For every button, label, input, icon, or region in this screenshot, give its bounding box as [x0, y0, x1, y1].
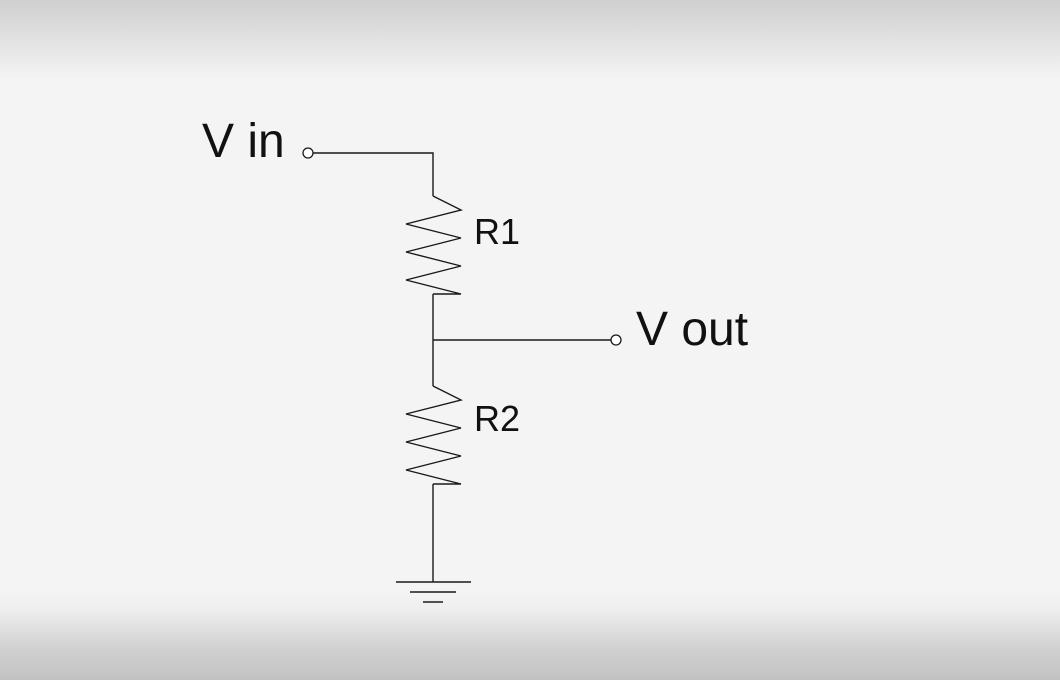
- r1-label: R1: [474, 211, 521, 252]
- vout-terminal: [610, 334, 622, 346]
- ground-symbol: [396, 581, 471, 603]
- r2-label: R2: [474, 398, 521, 439]
- r1-resistor: [405, 195, 463, 295]
- vin-label: V in: [202, 115, 285, 168]
- vout-label: V out: [636, 303, 749, 356]
- vin-terminal: [302, 147, 314, 159]
- r2-resistor: [405, 385, 463, 485]
- vin-wire: [313, 152, 434, 196]
